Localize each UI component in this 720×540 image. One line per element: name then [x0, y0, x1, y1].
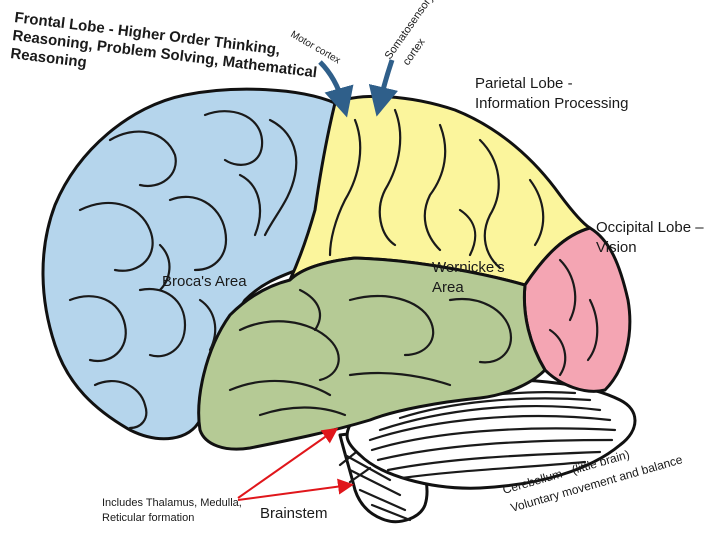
parietal-lobe-label-line2: Information Processing	[475, 95, 628, 112]
motor-cortex-label: Motor cortex	[289, 29, 343, 66]
occipital-lobe	[522, 226, 632, 393]
thalamus-label-line1: Includes Thalamus, Medulla,	[102, 497, 242, 509]
thalamus-label-line2: Reticular formation	[102, 512, 194, 524]
occipital-lobe-label-line2: Vision	[596, 239, 637, 256]
thalamus-red-arrow-1	[237, 427, 339, 499]
parietal-lobe-label-line1: Parietal Lobe -	[475, 75, 573, 92]
wernickes-area-label-line2: Area	[432, 279, 464, 296]
thalamus-red-arrow-2	[237, 478, 354, 501]
brain-gyri	[68, 108, 599, 430]
motor-cortex-arrow	[318, 60, 354, 118]
temporal-lobe	[197, 256, 547, 451]
wernickes-area-label-line1: Wernicke's	[432, 259, 505, 276]
brainstem-label: Brainstem	[260, 505, 328, 522]
somatosensory-cortex-arrow	[368, 59, 399, 117]
brocas-area-label: Broca's Area	[162, 273, 247, 290]
occipital-lobe-label-line1: Occipital Lobe –	[596, 219, 704, 236]
